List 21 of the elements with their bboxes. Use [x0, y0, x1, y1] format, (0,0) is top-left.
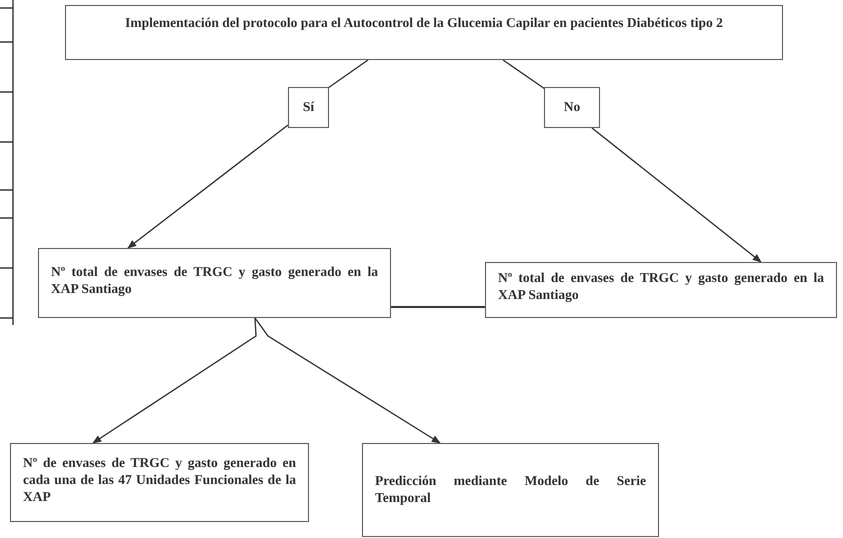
process-box [485, 262, 837, 318]
process-box [288, 87, 329, 128]
box-text: No [562, 98, 582, 115]
arrow [254, 318, 441, 444]
box-text: Nº de envases de TRGC y gasto generado en cada una de las 47 Unidades Funcionales de la XAP [23, 454, 296, 505]
box-text: Implementación del protocolo para el Autocontrol de la Glucemia Capilar en pacientes Diabéticos tipo 2 [124, 14, 724, 31]
process-box [10, 443, 309, 522]
box-text: Predicción mediante Modelo de Serie Temporal [375, 472, 646, 506]
box-text: Nº total de envases de TRGC y gasto generado en la XAP Santiago [51, 263, 378, 297]
process-box [38, 248, 391, 318]
connector-line [391, 306, 485, 308]
box-text: Sí [302, 98, 316, 115]
process-box [544, 87, 600, 128]
arrow [92, 318, 257, 444]
arrow [592, 128, 762, 263]
process-box [362, 443, 659, 537]
connector-line [502, 59, 546, 90]
process-box [65, 5, 783, 60]
connector-line [328, 59, 368, 89]
arrow [127, 124, 288, 249]
box-text: Nº total de envases de TRGC y gasto generado en la XAP Santiago [498, 269, 824, 303]
